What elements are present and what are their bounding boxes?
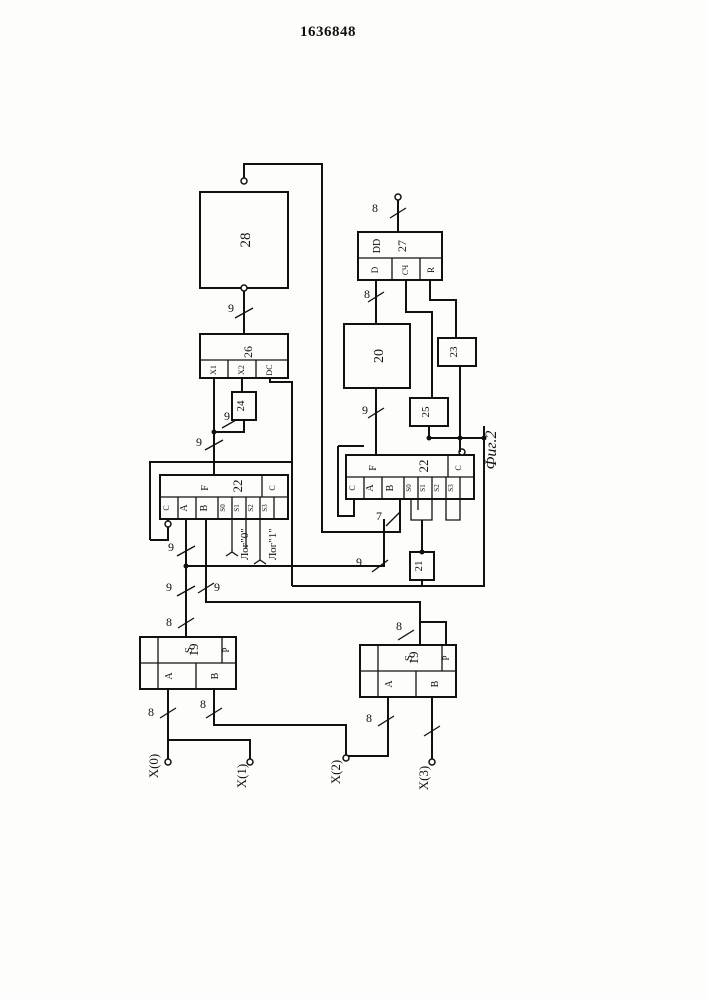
block-27-label: 27 — [395, 240, 409, 252]
pin-22b-f: F — [368, 465, 379, 471]
pin-27-r: R — [426, 267, 436, 273]
block-23-label: 23 — [448, 346, 460, 358]
block-26: 26 X1 X2 DC — [200, 334, 288, 378]
bus-label-19a-b: 8 — [200, 697, 206, 711]
block-27: 27 DD D СЧ R — [358, 232, 442, 280]
pin-22a-b: B — [199, 504, 210, 511]
pin-22b-cin: C — [348, 485, 357, 490]
bus-label-19a-a: 8 — [148, 705, 154, 719]
pin-22b-s0: S0 — [405, 484, 413, 492]
block-19a: 19 S P A B — [140, 637, 236, 689]
block-21-label: 21 — [413, 561, 425, 572]
bus-label-22b-b: 7 — [376, 509, 382, 523]
label-log0: Лог"0" — [239, 528, 251, 560]
bus-label-26-x1: 9 — [224, 409, 230, 423]
block-24-label: 24 — [235, 400, 247, 412]
block-23: 23 — [438, 338, 476, 366]
bus-label-20-in: 9 — [362, 403, 368, 417]
block-22b: 22 F C C A B S0 S1 S2 S3 — [346, 455, 474, 499]
block-28-label: 28 — [238, 233, 254, 248]
bus-label-22a-a: 9 — [168, 540, 174, 554]
pin-19b-a: A — [384, 680, 395, 688]
block-25-label: 25 — [420, 406, 432, 418]
bus-label-22a-b: 9 — [214, 580, 220, 594]
label-log1: Лог"1" — [267, 528, 279, 560]
pin-27-dd: DD — [372, 239, 383, 253]
block-20-label: 20 — [372, 349, 387, 363]
bus-label-27-out: 8 — [372, 201, 378, 215]
bus-label-19a-out-upper: 9 — [166, 580, 172, 594]
block-19b: 19 S P A B — [360, 645, 456, 697]
pin-27-d: D — [370, 266, 380, 273]
block-26-label: 26 — [241, 346, 255, 358]
block-22a-label: 22 — [230, 480, 245, 493]
input-x3: X(3) — [416, 766, 431, 791]
pin-19a-a: A — [164, 672, 175, 680]
block-20: 20 — [344, 324, 410, 388]
input-x2: X(2) — [328, 760, 343, 785]
pin-19b-s: S — [403, 655, 415, 661]
block-22b-label: 22 — [416, 460, 431, 473]
block-28: 28 — [200, 192, 288, 288]
pin-26-x1: X1 — [209, 365, 218, 375]
bus-label-22a-f: 9 — [196, 435, 202, 449]
bus-label-19a-out: 8 — [166, 615, 172, 629]
pin-22a-c: C — [268, 485, 277, 490]
pin-22a-cin: C — [162, 505, 171, 510]
pin-22a-s3: S3 — [261, 504, 269, 512]
pin-19b-b: B — [430, 680, 441, 687]
pin-19a-p: P — [221, 647, 231, 652]
figure-caption: Фиг.2 — [483, 431, 500, 470]
pin-22b-c: C — [454, 465, 463, 470]
pin-26-dc: DC — [265, 364, 274, 375]
pin-22b-s3: S3 — [447, 484, 455, 492]
bus-label-20-out: 8 — [364, 287, 370, 301]
pin-22a-s1: S1 — [233, 504, 241, 512]
pin-27-ck: СЧ — [401, 265, 410, 275]
block-21: 21 — [410, 552, 434, 580]
input-x1: X(1) — [234, 764, 249, 789]
bus-label-b28-in: 9 — [228, 301, 234, 315]
bus-label-19b-out: 8 — [396, 619, 402, 633]
block-22a: 22 F C C A B S0 S1 S2 S3 — [160, 475, 288, 519]
pin-19b-p: P — [441, 655, 451, 660]
block-25: 25 — [410, 398, 448, 426]
input-x0: X(0) — [146, 754, 161, 779]
bus-label-22b-left: 9 — [356, 555, 362, 569]
pin-22a-a: A — [179, 504, 190, 512]
pin-26-x2: X2 — [237, 365, 246, 375]
block-24: 24 — [232, 392, 256, 420]
pin-22a-f: F — [200, 485, 211, 491]
bus-label-19b-a: 8 — [366, 711, 372, 725]
pin-22a-s0: S0 — [219, 504, 227, 512]
pin-22b-a: A — [365, 484, 376, 492]
pin-19a-s: S — [183, 647, 195, 653]
pin-19a-b: B — [210, 672, 221, 679]
pin-22a-s2: S2 — [247, 504, 255, 512]
pin-22b-b: B — [385, 484, 396, 491]
pin-22b-s1: S1 — [419, 484, 427, 492]
pin-22b-s2: S2 — [433, 484, 441, 492]
